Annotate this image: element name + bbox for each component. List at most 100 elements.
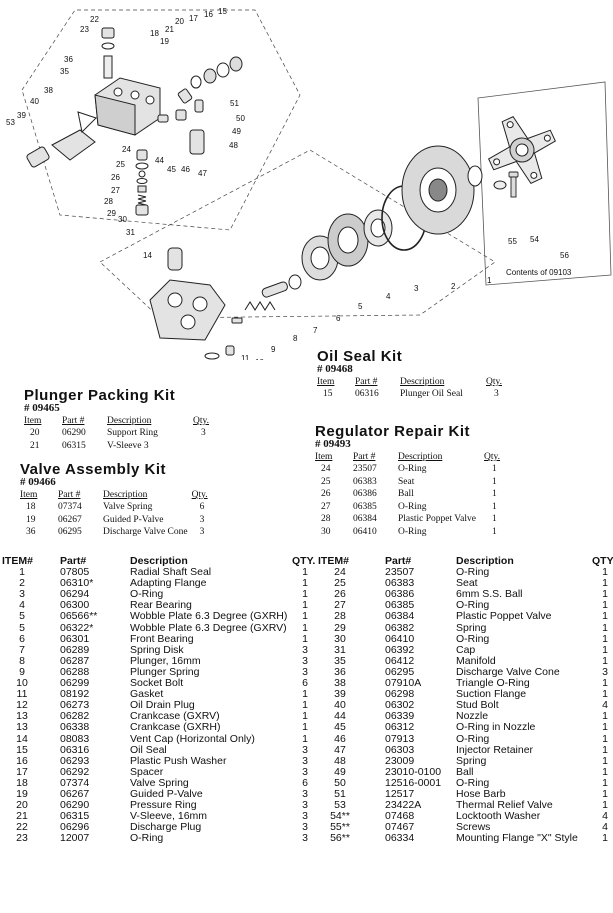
- part-callout-label: 38: [44, 86, 53, 95]
- kit-table-cell: 06385: [353, 501, 377, 512]
- part-callout-label: 51: [230, 99, 239, 108]
- item-number: 39: [334, 688, 346, 701]
- quantity: 3: [302, 832, 308, 845]
- item-number: 54**: [330, 810, 350, 823]
- quantity: 1: [602, 643, 608, 656]
- part-callout-label: 48: [229, 141, 238, 150]
- item-number: 38: [334, 677, 346, 690]
- part-number: 08083: [60, 732, 90, 745]
- item-number: 49: [334, 765, 346, 778]
- part-number: 06310*: [60, 577, 94, 590]
- part-description: Cap: [456, 643, 476, 656]
- kit-column-header: Part #: [353, 452, 376, 462]
- item-number: 13: [16, 721, 28, 734]
- kit-table-cell: 25: [321, 476, 331, 487]
- kit-table-cell: Guided P-Valve: [103, 514, 164, 525]
- quantity: 1: [302, 588, 308, 601]
- quantity: 6: [302, 677, 308, 690]
- quantity: 1: [302, 577, 308, 590]
- item-number: 22: [16, 821, 28, 834]
- part-description: Spring: [456, 754, 487, 767]
- part-callout-label: 15: [218, 7, 227, 16]
- part-number: 07374: [60, 776, 90, 789]
- kit-column-header: Qty.: [486, 377, 503, 387]
- part-number: 06301: [60, 632, 90, 645]
- kit-table-cell: 06384: [353, 514, 377, 524]
- kit-table-cell: 06316: [355, 389, 379, 399]
- part-callout-label: 1: [487, 276, 492, 285]
- part-description: Guided P-Valve: [130, 787, 203, 800]
- exploded-parts-diagram: 1234567891011121314151617181920212223242…: [6, 7, 612, 360]
- item-number: 51: [334, 787, 346, 800]
- part-callout-label: 23: [80, 25, 89, 34]
- quantity: 1: [302, 699, 308, 712]
- quantity: 4: [602, 821, 608, 834]
- item-number: 12: [16, 699, 28, 712]
- kit-column-header: Description: [103, 490, 148, 500]
- part-description: Stud Bolt: [456, 699, 499, 712]
- item-number: 16: [16, 754, 28, 767]
- part-description: Wobble Plate 6.3 Degree (GXRH): [130, 610, 288, 623]
- part-description: Hose Barb: [456, 787, 506, 800]
- item-number: 5: [19, 621, 25, 634]
- quantity: 1: [602, 677, 608, 690]
- part-description: Discharge Valve Cone: [456, 665, 560, 678]
- parts-list-table: ITEM# Part# Description QTY. ITEM# Part#…: [0, 555, 613, 845]
- kit-number: # 09465: [24, 402, 60, 414]
- kit-table-cell: 3: [494, 389, 499, 399]
- part-description: Thermal Relief Valve: [456, 799, 553, 812]
- item-number: 23: [16, 832, 28, 845]
- part-number: 06384: [385, 610, 415, 623]
- kit-title: Valve Assembly Kit: [20, 461, 167, 478]
- part-number: 23507: [385, 566, 415, 579]
- part-callout-label: 11: [241, 354, 250, 360]
- quantity: 3: [302, 665, 308, 678]
- part-number: 06290: [60, 799, 90, 812]
- header-qty: QTY.: [592, 555, 613, 567]
- part-number: 08192: [60, 688, 90, 701]
- part-number: 07468: [385, 810, 415, 823]
- part-callout-label: 9: [271, 345, 276, 354]
- header-item: ITEM#: [318, 555, 349, 567]
- part-number: 06282: [60, 710, 90, 723]
- part-number: 23009: [385, 754, 415, 767]
- quantity: 1: [302, 710, 308, 723]
- item-number: 19: [16, 787, 28, 800]
- quantity: 3: [302, 821, 308, 834]
- part-description: O-Ring: [456, 566, 490, 579]
- kit-table-cell: Seat: [398, 476, 415, 487]
- part-description: Adapting Flange: [130, 577, 207, 590]
- part-callout-label: 45: [167, 165, 176, 174]
- item-number: 45: [334, 721, 346, 734]
- part-number: 23010-0100: [385, 765, 442, 778]
- item-number: 2: [19, 577, 25, 590]
- item-number: 10: [16, 677, 28, 690]
- item-number: 11: [16, 688, 28, 701]
- kit-table-cell: 1: [492, 501, 497, 512]
- kit-column-header: Qty.: [191, 490, 208, 500]
- part-number: 06312: [385, 721, 415, 734]
- item-number: 25: [334, 577, 346, 590]
- kit-column-header: Item: [20, 490, 38, 500]
- quantity: 3: [302, 765, 308, 778]
- part-description: Injector Retainer: [456, 743, 534, 756]
- kit-table-cell: 28: [321, 514, 331, 524]
- part-number: 06267: [60, 787, 90, 800]
- part-description: Plunger Spring: [130, 665, 200, 678]
- assembly-outline: [21, 9, 496, 319]
- quantity: 1: [302, 621, 308, 634]
- kit-table-cell: 07374: [58, 502, 82, 512]
